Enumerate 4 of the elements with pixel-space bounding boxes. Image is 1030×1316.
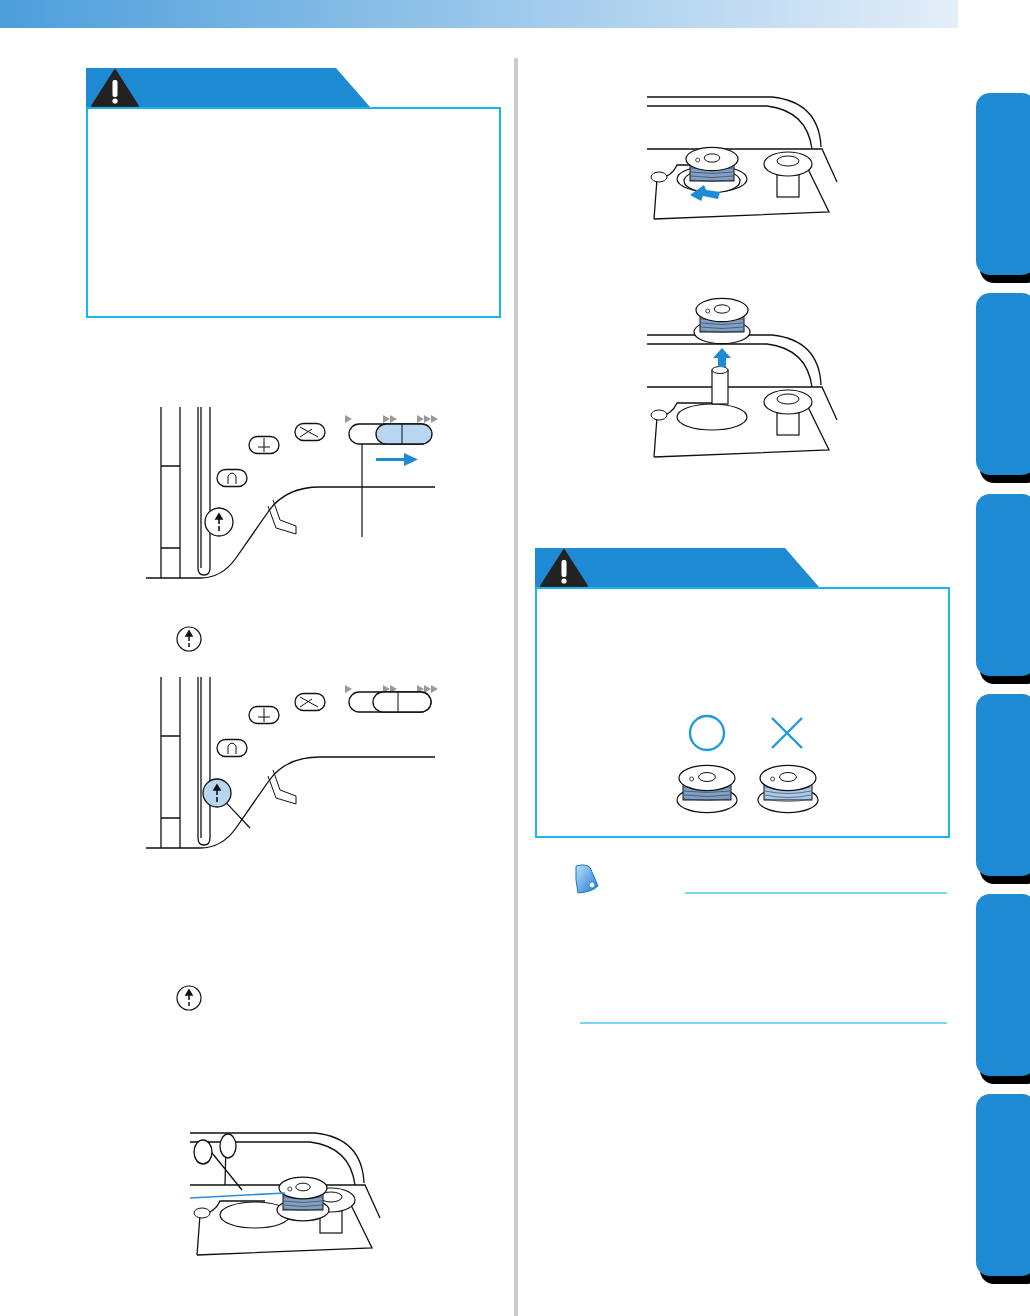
leader-line xyxy=(361,443,363,538)
speed-slider xyxy=(348,423,433,445)
start-stop-button xyxy=(202,778,232,808)
leader-line xyxy=(226,802,251,829)
